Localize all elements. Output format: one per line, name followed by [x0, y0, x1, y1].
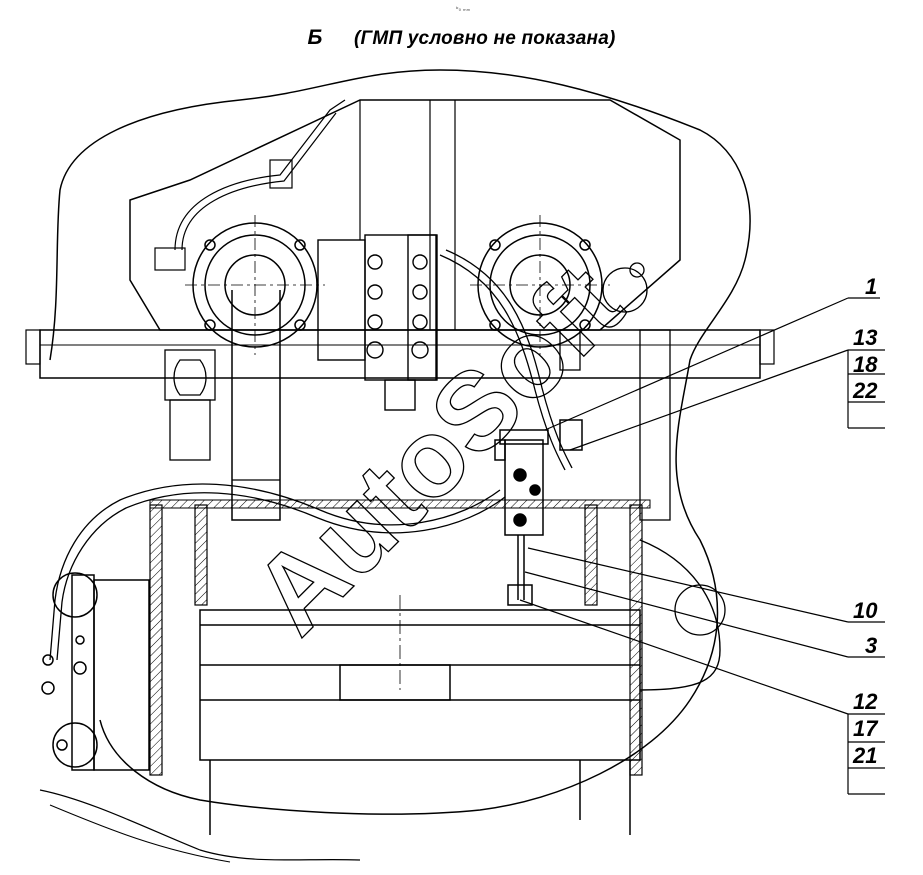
- hose-long: [49, 483, 506, 661]
- right-bracket: [559, 262, 671, 521]
- right-flange: [470, 215, 610, 355]
- callout-12: 12: [853, 689, 878, 714]
- sheet-mark: ᵇ₀ ₘₘ: [456, 6, 471, 13]
- thin-tube: [174, 99, 346, 251]
- callout-3: 3: [865, 633, 878, 658]
- right-lug: [674, 584, 726, 636]
- frame-end-right: [759, 329, 775, 365]
- bottom-break: [39, 789, 361, 861]
- valve-block: [317, 234, 438, 411]
- leader-lines: [519, 297, 885, 795]
- filter-assembly: [494, 419, 583, 606]
- callout-17: 17: [853, 716, 878, 741]
- clamp-top-left: [154, 247, 186, 271]
- right-arm: [639, 539, 721, 691]
- break-contour: [49, 69, 751, 815]
- frame-end-left: [25, 329, 41, 365]
- lower-frame: [199, 609, 641, 835]
- callout-21: 21: [853, 743, 878, 768]
- upper-frame: [39, 329, 761, 379]
- callout-22: 22: [853, 378, 878, 403]
- left-wall-inner: [194, 504, 208, 606]
- bottom-break-2: [49, 804, 231, 863]
- view-letter: Б: [307, 26, 323, 49]
- clamp-top-mid: [269, 159, 293, 189]
- hose-main: [439, 249, 573, 471]
- side-manifold: [41, 572, 150, 771]
- level-gauge: [164, 349, 216, 461]
- callout-13: 13: [853, 325, 878, 350]
- left-wall-section: [149, 504, 163, 776]
- top-plate: [149, 499, 651, 509]
- callout-1: 1: [865, 274, 878, 299]
- view-note: (ГМП условно не показана): [354, 28, 616, 49]
- view-title: Б (ГМП условно не показана): [0, 26, 923, 50]
- upper-housing: [129, 99, 681, 331]
- left-vertical-pipe: [231, 290, 281, 521]
- callout-10: 10: [853, 598, 878, 623]
- callout-18: 18: [853, 352, 878, 377]
- left-flange: [185, 215, 325, 355]
